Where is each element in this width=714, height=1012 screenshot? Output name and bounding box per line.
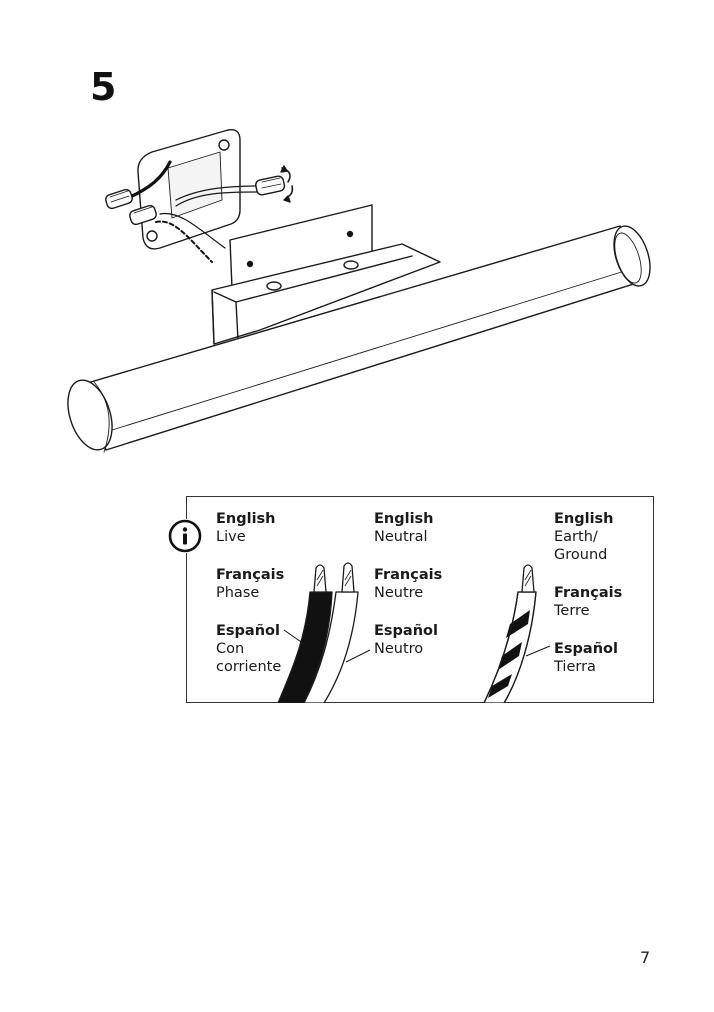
wire-legend-box	[186, 496, 654, 703]
wire-term: Tierra	[554, 659, 596, 675]
live-english: English Live	[216, 510, 366, 546]
earth-french: Français Terre	[554, 584, 704, 620]
neutral-english: English Neutral	[374, 510, 524, 546]
language-label: Français	[374, 567, 443, 583]
wire-connector-left	[105, 188, 133, 210]
language-label: Español	[374, 623, 438, 639]
box-screw-top	[218, 139, 230, 151]
language-label: English	[554, 511, 614, 527]
neutral-leader-line	[345, 649, 371, 663]
wire-term: Con corriente	[216, 641, 282, 675]
step-number: 5	[90, 65, 117, 109]
wire-connector-right	[255, 175, 286, 196]
live-wire	[126, 160, 172, 200]
wire-term: Live	[216, 529, 246, 545]
bracket-screw-right	[343, 260, 359, 270]
info-icon	[168, 519, 202, 553]
neutral-cable	[303, 591, 359, 703]
language-label: English	[374, 511, 434, 527]
live-spanish: Español Con corriente	[216, 622, 286, 676]
box-screw-bottom	[146, 230, 158, 242]
live-leader-line	[283, 629, 305, 645]
earth-cable	[483, 591, 537, 703]
wire-term: Neutro	[374, 641, 424, 657]
assembly-illustration	[67, 129, 651, 453]
language-label: Español	[216, 623, 280, 639]
language-label: Français	[554, 585, 623, 601]
earth-wire	[155, 220, 213, 263]
lamp-end-cap-left	[67, 379, 113, 451]
wire-term: Phase	[216, 585, 260, 601]
neutral-spanish: Español Neutro	[374, 622, 524, 658]
wire-legend-art	[277, 562, 551, 703]
neutral-french: Français Neutre	[374, 566, 524, 602]
earth-english: English Earth/ Ground	[554, 510, 624, 564]
wire-term: Neutre	[374, 585, 424, 601]
live-french: Français Phase	[216, 566, 366, 602]
earth-leader-line	[525, 645, 551, 657]
wire-connector-mid	[129, 204, 157, 226]
wire-term: Terre	[554, 603, 590, 619]
language-label: English	[216, 511, 276, 527]
page-number: 7	[640, 948, 651, 967]
bracket-screw-left	[266, 281, 282, 291]
language-label: Français	[216, 567, 285, 583]
live-cable	[277, 591, 333, 703]
neutral-wire	[175, 185, 259, 201]
wire-term: Earth/ Ground	[554, 529, 608, 563]
earth-spanish: Español Tierra	[554, 640, 704, 676]
language-label: Español	[554, 641, 618, 657]
wire-term: Neutral	[374, 529, 428, 545]
